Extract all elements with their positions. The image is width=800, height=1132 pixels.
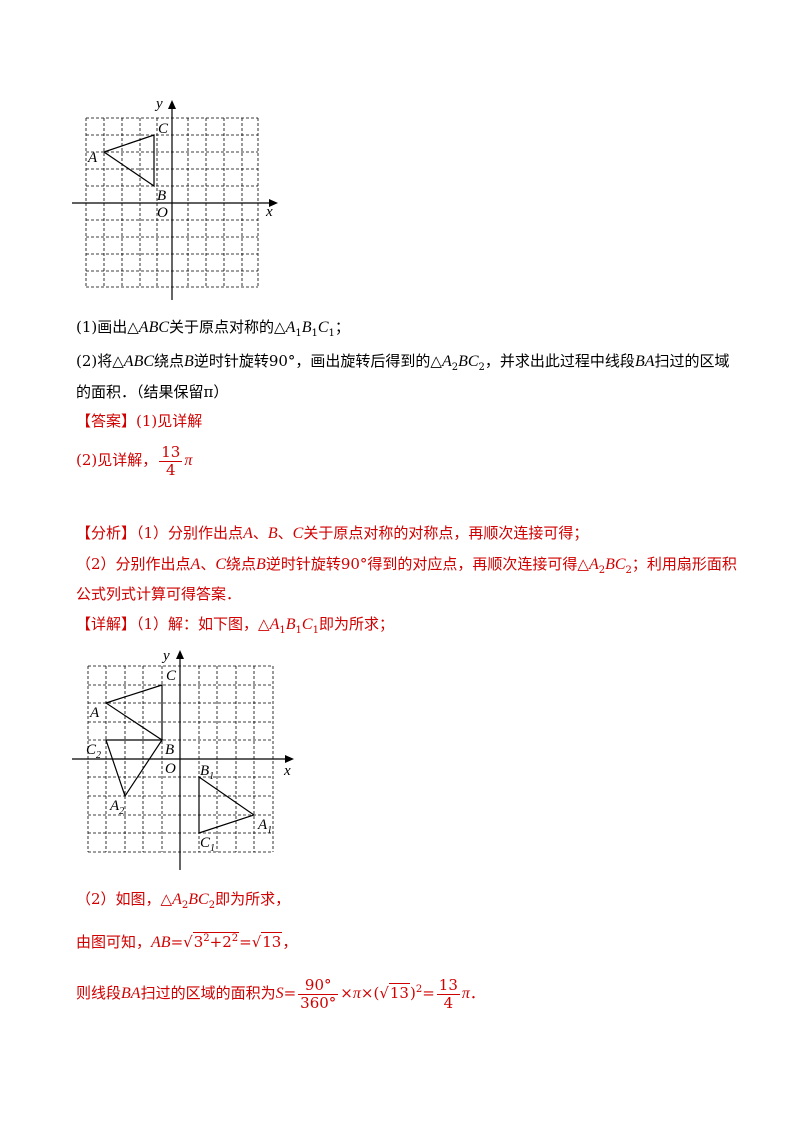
question-2-line-2: 的面积．（结果保留π） bbox=[76, 383, 229, 401]
label-c: C bbox=[166, 668, 177, 684]
label-c1: C1 bbox=[200, 835, 215, 854]
y-axis-arrow bbox=[168, 100, 176, 109]
triangle-abc bbox=[102, 134, 155, 188]
label-b: B bbox=[157, 188, 166, 204]
label-x: x bbox=[283, 763, 291, 779]
part2-line-1: （2）如图，△A2BC2即为所求， bbox=[76, 890, 291, 911]
label-a: A bbox=[89, 705, 100, 721]
detail-line-1: 【详解】（1）解：如下图，△A1B1C1即为所求； bbox=[76, 615, 394, 636]
analysis-line-3: 公式列式计算可得答案． bbox=[76, 585, 242, 603]
label-a1: A1 bbox=[257, 817, 272, 836]
label-y: y bbox=[161, 648, 170, 664]
label-c2: C2 bbox=[86, 742, 101, 761]
x-axis-arrow bbox=[285, 755, 294, 763]
label-b: B bbox=[165, 742, 174, 758]
label-o: O bbox=[157, 205, 168, 221]
y-axis-arrow bbox=[176, 650, 184, 659]
figure-2-coordinate-grid: y x C A C2 B O B1 A2 A1 C1 bbox=[72, 648, 294, 870]
analysis-line-1: 【分析】（1）分别作出点A、B、C关于原点对称的对称点，再顺次连接可得； bbox=[76, 524, 589, 542]
label-a2: A2 bbox=[109, 798, 124, 817]
triangle-a1b1c1 bbox=[198, 775, 256, 834]
question-1: (1)画出△ABC关于原点对称的△A1B1C1； bbox=[76, 318, 350, 339]
part2-line-2: 由图可知，AB=√32+22=√13， bbox=[76, 932, 298, 951]
label-c: C bbox=[158, 121, 169, 137]
answer-tag: 【答案】 bbox=[76, 412, 137, 430]
answer-line-1: 【答案】(1)见详解 bbox=[76, 412, 203, 430]
triangle-a2bc2 bbox=[105, 739, 164, 798]
label-o: O bbox=[165, 761, 176, 777]
label-a: A bbox=[87, 150, 98, 166]
label-x: x bbox=[265, 204, 273, 220]
analysis-line-2: （2）分别作出点A、C绕点B逆时针旋转90°得到的对应点，再顺次连接可得△A2B… bbox=[76, 555, 737, 576]
label-b1: B1 bbox=[200, 763, 214, 782]
x-axis-arrow bbox=[269, 199, 278, 207]
label-y: y bbox=[154, 96, 163, 112]
triangle-abc bbox=[104, 684, 163, 742]
figure-1-coordinate-grid: y x C A B O bbox=[72, 96, 278, 300]
question-2-line-1: (2)将△ABC绕点B逆时针旋转90°，画出旋转后得到的△A2BC2，并求出此过… bbox=[76, 352, 730, 373]
